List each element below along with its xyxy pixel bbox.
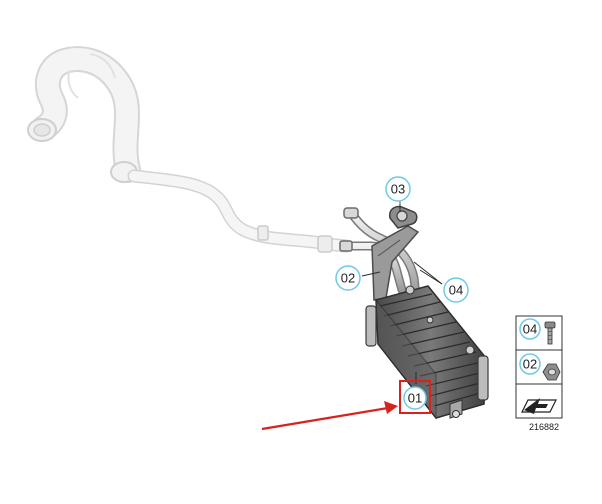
callout-03-label: 03: [391, 182, 405, 197]
oil-cooler-part-01: [365, 285, 489, 420]
callout-03[interactable]: 03: [385, 176, 411, 202]
callout-01-label: 01: [408, 391, 422, 406]
legend-item-diagram-reference[interactable]: [515, 383, 563, 419]
highlight-box-part-01: [399, 380, 431, 414]
callout-04-label: 04: [449, 283, 463, 298]
callout-02[interactable]: 02: [335, 265, 361, 291]
callout-01[interactable]: 01: [403, 386, 427, 410]
nut-icon: [542, 363, 561, 381]
callout-02-label: 02: [341, 271, 355, 286]
legend-item-04[interactable]: 04: [515, 315, 563, 351]
callout-04[interactable]: 04: [443, 277, 469, 303]
legend-item-02[interactable]: 02: [515, 349, 563, 385]
bolt-icon: [544, 321, 556, 345]
legend-item-04-label: 04: [523, 322, 537, 337]
intake-hose-ghost: [27, 46, 353, 253]
diagram-reference-number: 216882: [529, 422, 559, 432]
highlight-arrow: [261, 401, 398, 431]
arrow-reference-icon: [521, 398, 557, 414]
legend-item-02-label: 02: [523, 357, 537, 372]
clip-part-03: [389, 200, 418, 229]
cooler-bracket: [371, 225, 420, 301]
leader-lines: [361, 204, 443, 384]
